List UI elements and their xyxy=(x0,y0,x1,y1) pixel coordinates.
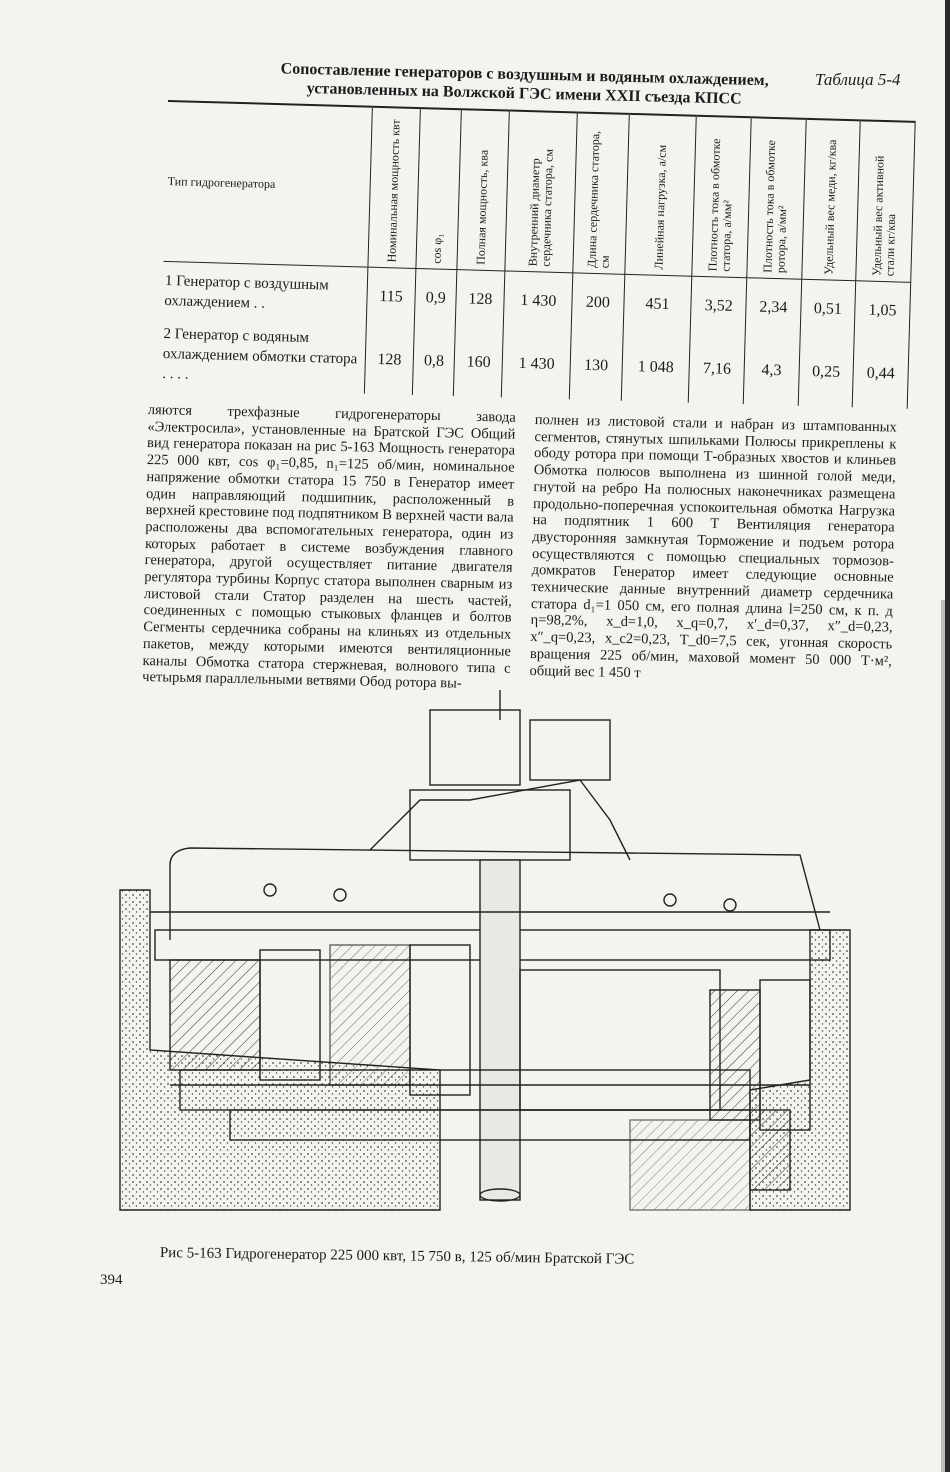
header-linear-load: Линейная нагрузка, а/см xyxy=(624,113,697,277)
table-cell: 1 430 xyxy=(503,270,574,332)
table-cell: 3,52 xyxy=(690,276,747,337)
row-name: 2 Генератор с водяным охлаждением обмотк… xyxy=(159,319,367,394)
table-label: Таблица 5-4 xyxy=(815,70,901,89)
table-cell: 200 xyxy=(571,272,625,333)
table-cell: 0,8 xyxy=(412,326,456,397)
table-cell: 1 430 xyxy=(501,329,572,400)
table-title: Сопоставление генераторов с воздушным и … xyxy=(224,58,825,111)
table-cell: 1 048 xyxy=(620,332,691,403)
header-rated-power: Номинальная мощность квт xyxy=(367,106,421,269)
generator-cross-section-drawing xyxy=(119,690,851,1211)
body-text-column-left: ляются трехфазные гидрогенераторы завода… xyxy=(142,402,516,692)
comparison-table: Тип гидрогенератора Номинальная мощность… xyxy=(159,100,916,411)
table-cell: 128 xyxy=(455,269,506,330)
header-copper-weight: Удельный вес меди, кг/ква xyxy=(801,118,861,281)
table-cell: 4,3 xyxy=(743,336,800,406)
header-inner-diameter: Внутренний диаметр сердечника статора, с… xyxy=(505,110,578,273)
table-cell: 0,51 xyxy=(799,279,857,340)
table-cell: 130 xyxy=(569,331,623,401)
header-type: Тип гидрогенератора xyxy=(163,100,373,268)
table-cell: 115 xyxy=(366,267,416,327)
table-cell: 7,16 xyxy=(688,334,746,405)
header-steel-weight: Удельный вес активной стали кг/ква xyxy=(856,120,916,283)
table-cell: 0,25 xyxy=(797,337,855,408)
table-cell: 160 xyxy=(453,328,504,398)
page-edge-shadow xyxy=(941,0,950,1472)
table-header-row: Тип гидрогенератора Номинальная мощность… xyxy=(163,100,916,283)
header-full-power: Полная мощность, ква xyxy=(457,109,510,271)
page-number: 394 xyxy=(100,1272,123,1288)
table-cell: 128 xyxy=(364,325,415,395)
header-rotor-current-density: Плотность тока в обмотке ротора, а/мм² xyxy=(746,117,806,280)
row-name: 1 Генератор с воздушным охлаждением . . xyxy=(161,261,368,326)
table-cell: 451 xyxy=(622,274,693,335)
table-cell: 0,9 xyxy=(414,268,458,329)
header-core-length: Длина сердечника статора, см xyxy=(573,112,629,275)
table-cell: 1,05 xyxy=(854,280,911,341)
header-stator-current-density: Плотность тока в обмотке статора, а/мм² xyxy=(692,115,752,278)
table-cell: 0,44 xyxy=(852,339,910,409)
header-cos-phi: cos φ₁ xyxy=(415,108,462,270)
table-cell: 2,34 xyxy=(745,277,802,338)
body-text-column-right: полнен из листовой стали и набран из шта… xyxy=(529,412,897,681)
